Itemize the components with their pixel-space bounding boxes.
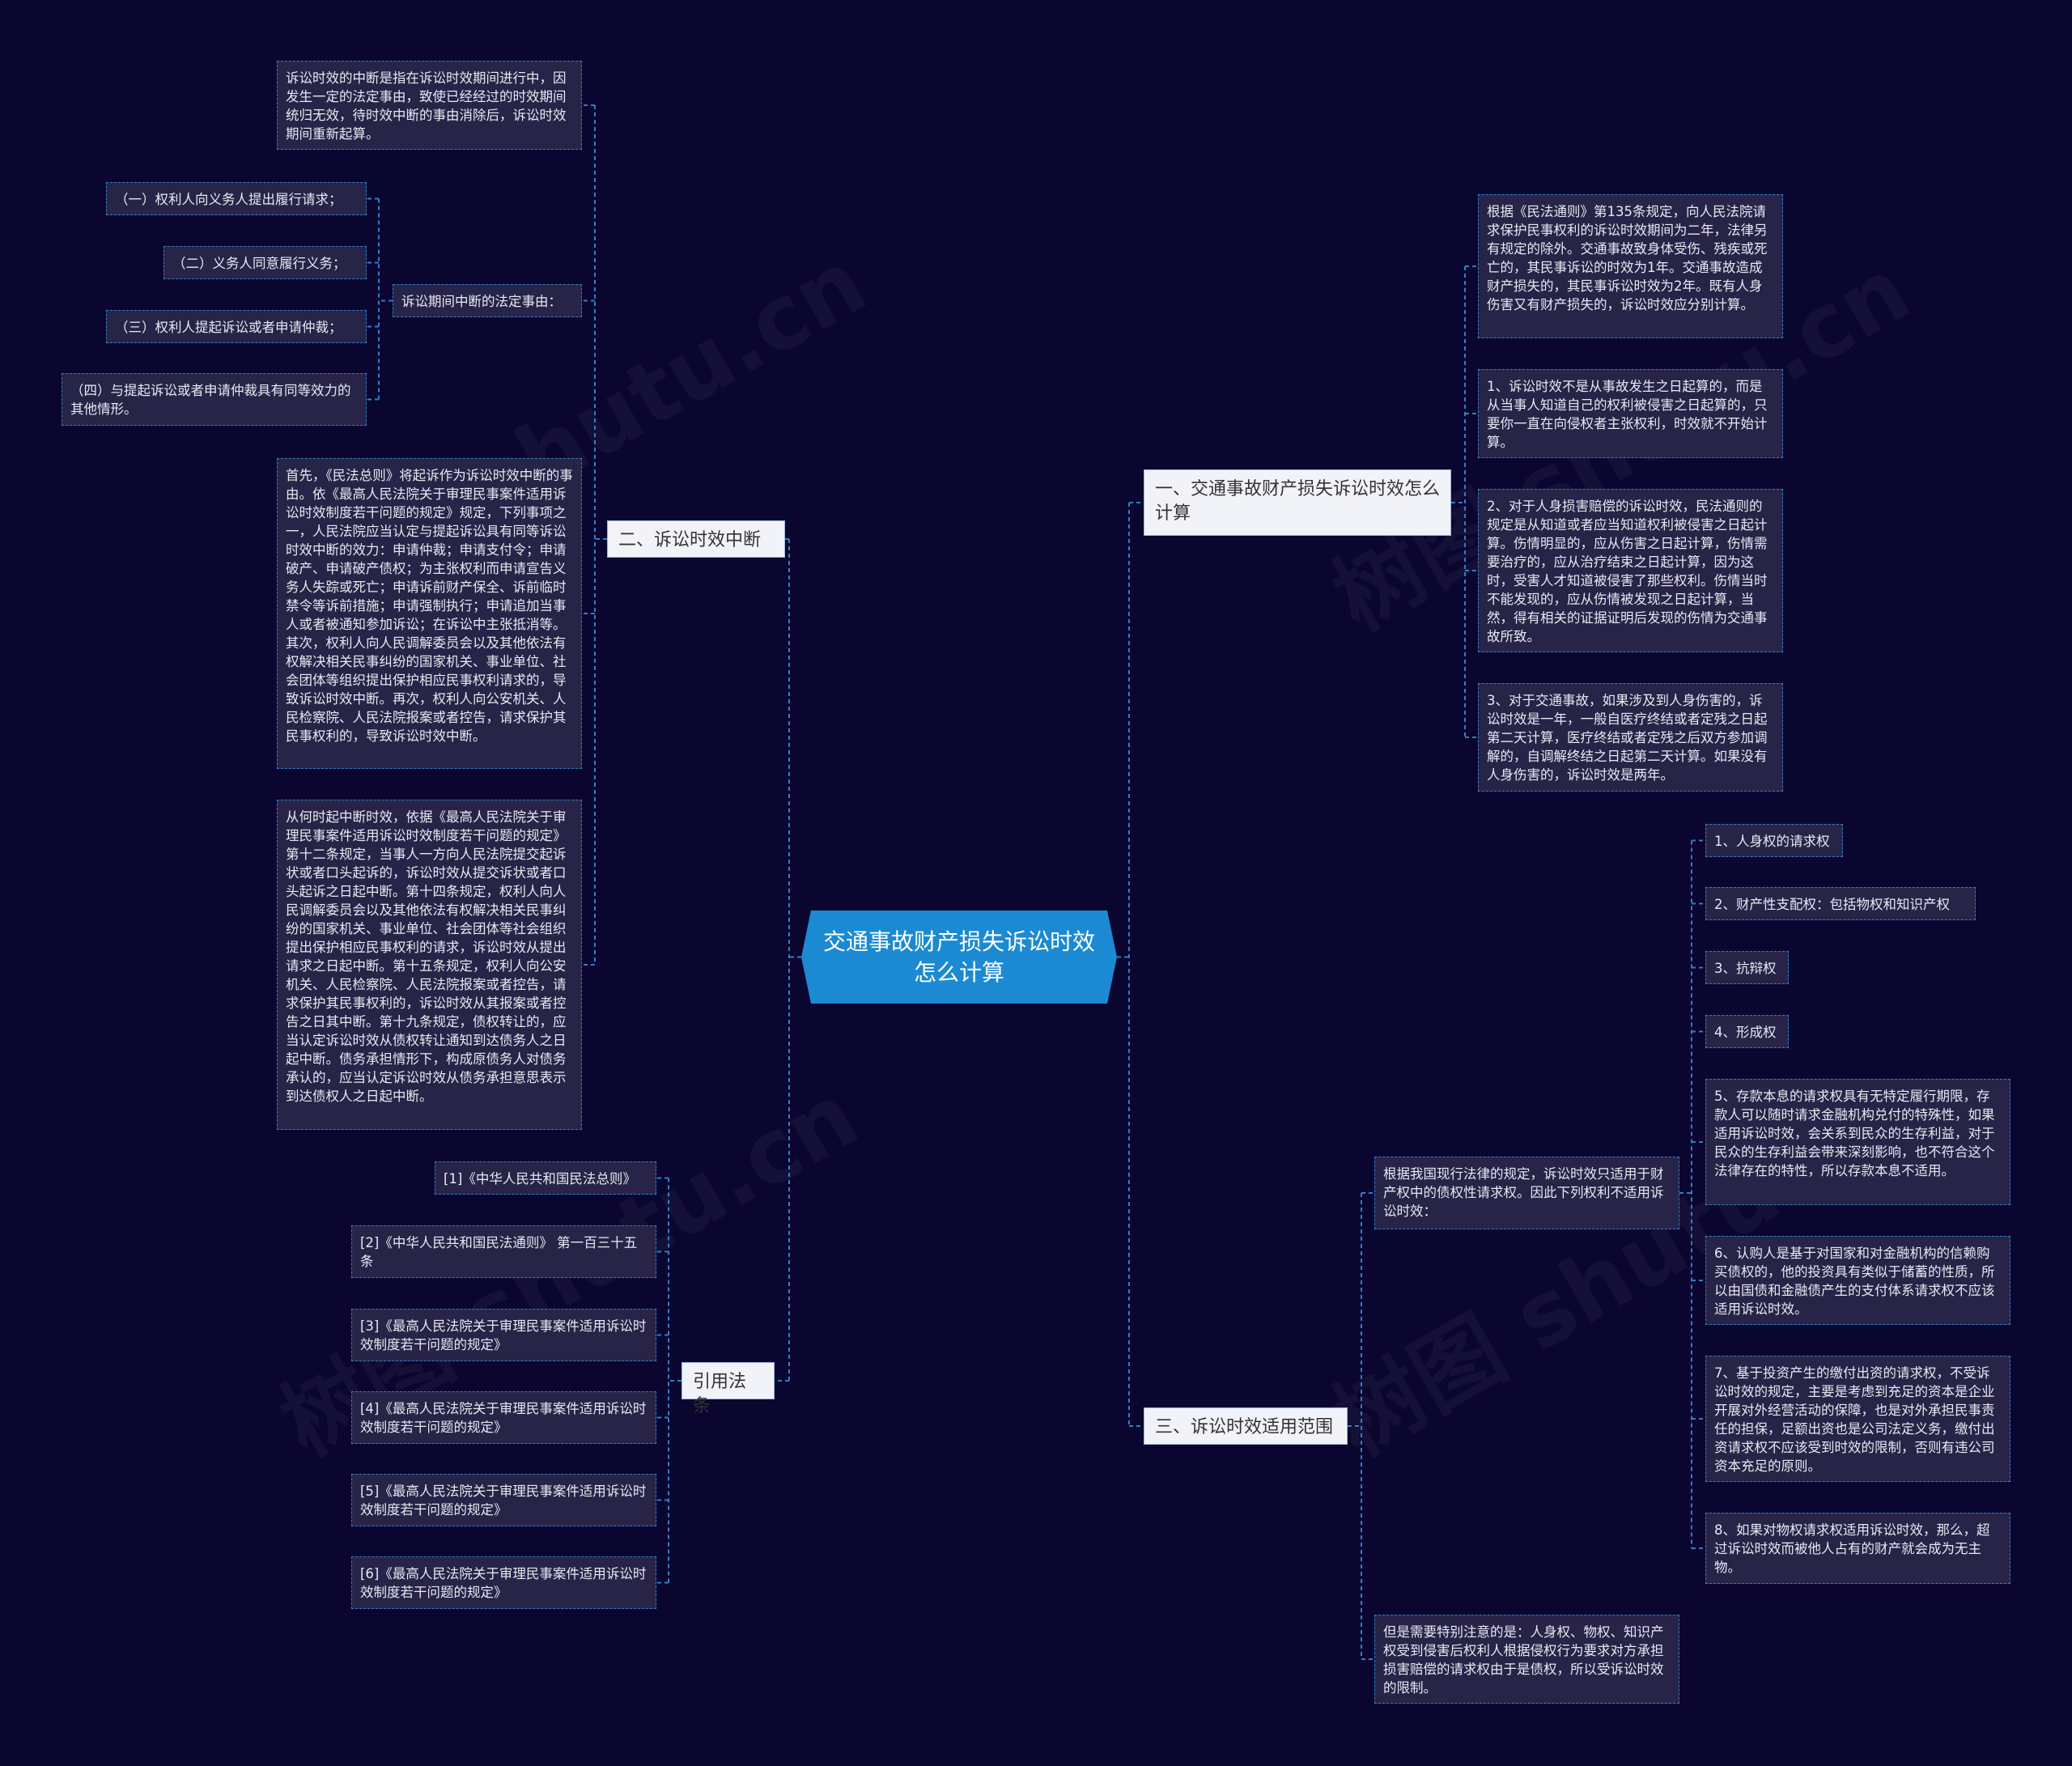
branch-property-loss-calculation[interactable]: 一、交通事故财产损失诉讼时效怎么计算 (1144, 469, 1451, 536)
b3-sub-item-8[interactable]: 8、如果对物权请求权适用诉讼时效，那么，超过诉讼时效而被他人占有的财产就会成为无… (1705, 1513, 2010, 1584)
b1-leaf-3[interactable]: 2、对于人身损害赔偿的诉讼时效，民法通则的规定是从知道或者应当知道权利被侵害之日… (1478, 489, 1783, 652)
b4-law-1[interactable]: [1]《中华人民共和国民法总则》 (435, 1161, 656, 1195)
b3-sub-item-6[interactable]: 6、认购人是基于对国家和对金融机构的信赖购买债权的，他的投资具有类似于储蓄的性质… (1705, 1236, 2010, 1325)
b4-law-5[interactable]: [5]《最高人民法院关于审理民事案件适用诉讼时效制度若干问题的规定》 (351, 1474, 656, 1526)
b4-law-2[interactable]: [2]《中华人民共和国民法通则》 第一百三十五条 (351, 1225, 656, 1278)
branch-interruption[interactable]: 二、诉讼时效中断 (607, 520, 785, 558)
b1-leaf-2[interactable]: 1、诉讼时效不是从事故发生之日起算的，而是从当事人知道自己的权利被侵害之日起算的… (1478, 369, 1783, 458)
b3-sub-label[interactable]: 根据我国现行法律的规定，诉讼时效只适用于财产权中的债权性请求权。因此下列权利不适… (1374, 1157, 1679, 1229)
b3-sub-item-1[interactable]: 1、人身权的请求权 (1705, 824, 1843, 857)
b3-sub-item-5[interactable]: 5、存款本息的请求权具有无特定履行期限，存款人可以随时请求金融机构兑付的特殊性，… (1705, 1079, 2010, 1205)
b2-intro[interactable]: 诉讼时效的中断是指在诉讼时效期间进行中，因发生一定的法定事由，致使已经经过的时效… (277, 61, 582, 150)
b3-sub-item-2[interactable]: 2、财产性支配权：包括物权和知识产权 (1705, 887, 1976, 920)
b2-sub-item-1[interactable]: （一）权利人向义务人提出履行请求； (106, 182, 367, 215)
b3-sub-item-4[interactable]: 4、形成权 (1705, 1015, 1789, 1048)
b3-sub-item-7[interactable]: 7、基于投资产生的缴付出资的请求权，不受诉讼时效的规定，主要是考虑到充足的资本是… (1705, 1356, 2010, 1482)
b2-para-2[interactable]: 首先，《民法总则》将起诉作为诉讼时效中断的事由。依《最高人民法院关于审理民事案件… (277, 458, 582, 769)
b3-note[interactable]: 但是需要特别注意的是：人身权、物权、知识产权受到侵害后权利人根据侵权行为要求对方… (1374, 1615, 1679, 1704)
b2-sub-item-3[interactable]: （三）权利人提起诉讼或者申请仲裁； (106, 310, 367, 343)
branch-cited-laws[interactable]: 引用法条 (681, 1362, 775, 1416)
b4-law-3[interactable]: [3]《最高人民法院关于审理民事案件适用诉讼时效制度若干问题的规定》 (351, 1309, 656, 1361)
b3-sub-item-3[interactable]: 3、抗辩权 (1705, 951, 1789, 984)
b2-sub-label[interactable]: 诉讼期间中断的法定事由： (393, 284, 582, 317)
b1-leaf-1[interactable]: 根据《民法通则》第135条规定，向人民法院请求保护民事权利的诉讼时效期间为二年，… (1478, 194, 1783, 338)
b2-para-3[interactable]: 从何时起中断时效，依据《最高人民法院关于审理民事案件适用诉讼时效制度若干问题的规… (277, 800, 582, 1130)
b2-sub-item-2[interactable]: （二）义务人同意履行义务； (163, 246, 367, 279)
center-topic[interactable]: 交通事故财产损失诉讼时效怎么计算 (801, 911, 1117, 1004)
branch-scope[interactable]: 三、诉讼时效适用范围 (1144, 1407, 1348, 1445)
b4-law-6[interactable]: [6]《最高人民法院关于审理民事案件适用诉讼时效制度若干问题的规定》 (351, 1556, 656, 1609)
b1-leaf-4[interactable]: 3、对于交通事故，如果涉及到人身伤害的，诉讼时效是一年，一般自医疗终结或者定残之… (1478, 683, 1783, 792)
b2-sub-item-4[interactable]: （四）与提起诉讼或者申请仲裁具有同等效力的其他情形。 (62, 373, 367, 426)
b4-law-4[interactable]: [4]《最高人民法院关于审理民事案件适用诉讼时效制度若干问题的规定》 (351, 1391, 656, 1444)
